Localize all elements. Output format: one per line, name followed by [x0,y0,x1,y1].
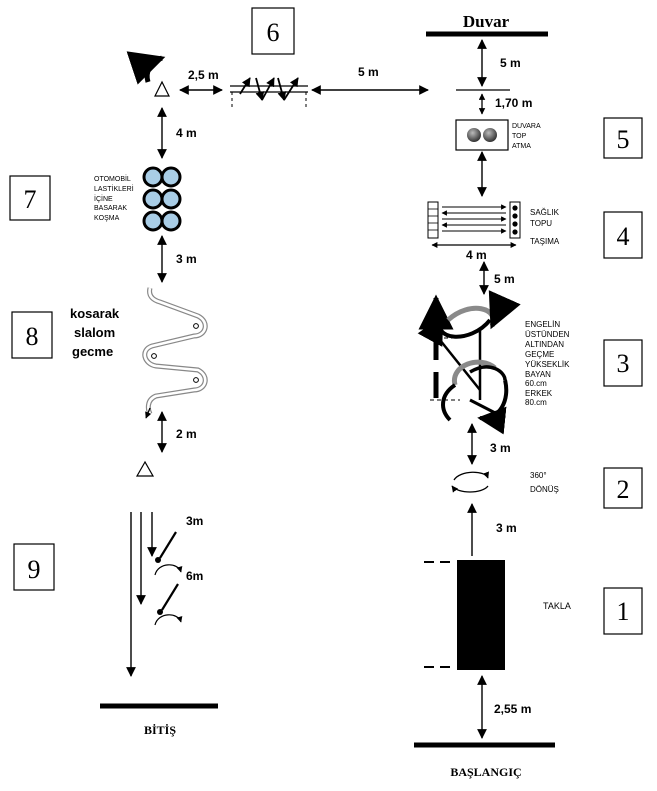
cone-icon [154,80,170,97]
gym-mat [457,560,505,670]
hurdle-label-8: ERKEK [525,389,553,398]
hurdle-label-1: ENGELİN [525,320,560,329]
tires-label-1: OTOMOBİL [94,174,131,183]
station-2-box [603,467,643,509]
ball-carry-label-3: TAŞIMA [530,237,560,246]
tires-label-2: LASTİKLERİ [94,184,134,193]
ball-icon [483,128,497,142]
ball-dot [512,213,518,219]
zigzag-course [230,77,308,110]
turn-to-hurdle-label: 3 m [490,441,511,455]
hurdle-label-5: YÜKSEKLİK [525,360,570,369]
tires-label-5: KOŞMA [94,215,120,222]
ball-rack-left [427,201,439,239]
throw-line-label: 1,70 m [495,96,532,110]
hurdle-diagram [417,290,521,435]
station-7-number: 7 [24,185,37,214]
tires-to-slalom-label: 3 m [176,252,197,266]
turn-label-1: 360° [530,471,547,480]
wall-throw-label-1: DUVARA [512,123,541,130]
station-1-number: 1 [617,597,630,626]
cone-icon [135,460,155,477]
station-8-box [11,311,53,359]
hurdle-label-9: 80.cm [525,398,547,407]
wall-throw-label-2: TOP [512,133,527,140]
roll-label: TAKLA [543,601,571,611]
hurdle-label-2: ÜSTÜNDEN [525,330,570,339]
wall-label: Duvar [463,12,510,31]
tires-label-4: BASARAK [94,205,127,212]
wall-throw-box [455,119,509,151]
run-3m-label: 3m [186,514,203,528]
wall-gap-label: 5 m [500,56,521,70]
station6-left-label: 2,5 m [188,68,219,82]
ball-carry-label-1: SAĞLIK [530,208,560,217]
slalom-label-1: kosarak [70,306,120,321]
station-5-number: 5 [617,125,630,154]
tires-grid [142,166,182,232]
ball-rack-right [509,201,521,239]
station-4-box [603,211,643,259]
station6-right-label: 5 m [358,65,379,79]
station-3-box [603,339,643,387]
turn-360-icon [451,471,489,493]
cone-to-tires-label: 4 m [176,126,197,140]
station-3-number: 3 [617,349,630,378]
slalom-label-3: gecme [72,344,113,359]
hurdle-to-ball-label: 5 m [494,272,515,286]
hurdle-label-7: 60.cm [525,379,547,388]
station-5-box [603,117,643,159]
ball-dot [512,221,518,227]
ball-carry-label-2: TOPU [530,219,552,228]
station-6-box [251,7,295,55]
slalom-label-2: slalom [74,325,115,340]
curved-turn-arrow [126,51,166,85]
ball-width-label: 4 m [466,248,487,262]
start-to-mat-label: 2,55 m [494,702,531,716]
station-8-number: 8 [26,322,39,351]
station-4-number: 4 [617,222,630,251]
turn-label-2: DÖNÜŞ [530,485,559,494]
station-9-number: 9 [28,555,41,584]
station-6-number: 6 [267,18,280,47]
run-6m-label: 6m [186,569,203,583]
wall-throw-label-3: ATMA [512,143,531,150]
station-1-box [603,587,643,635]
slalom-path [142,287,208,419]
ball-dot [512,229,518,235]
ball-dot [512,205,518,211]
station-2-number: 2 [617,475,630,504]
hurdle-label-6: BAYAN [525,370,551,379]
tires-label-3: İÇİNE [94,194,113,203]
mat-to-turn-label: 3 m [496,521,517,535]
start-label: BAŞLANGIÇ [450,765,521,779]
station-7-box [9,175,51,221]
slalom-to-cone-label: 2 m [176,427,197,441]
station-9-box [13,543,55,591]
hurdle-label-3: ALTINDAN [525,340,564,349]
sprint-arrows [126,512,183,677]
finish-label: BİTİŞ [144,723,176,737]
hurdle-label-4: GEÇME [525,350,554,359]
ball-icon [467,128,481,142]
